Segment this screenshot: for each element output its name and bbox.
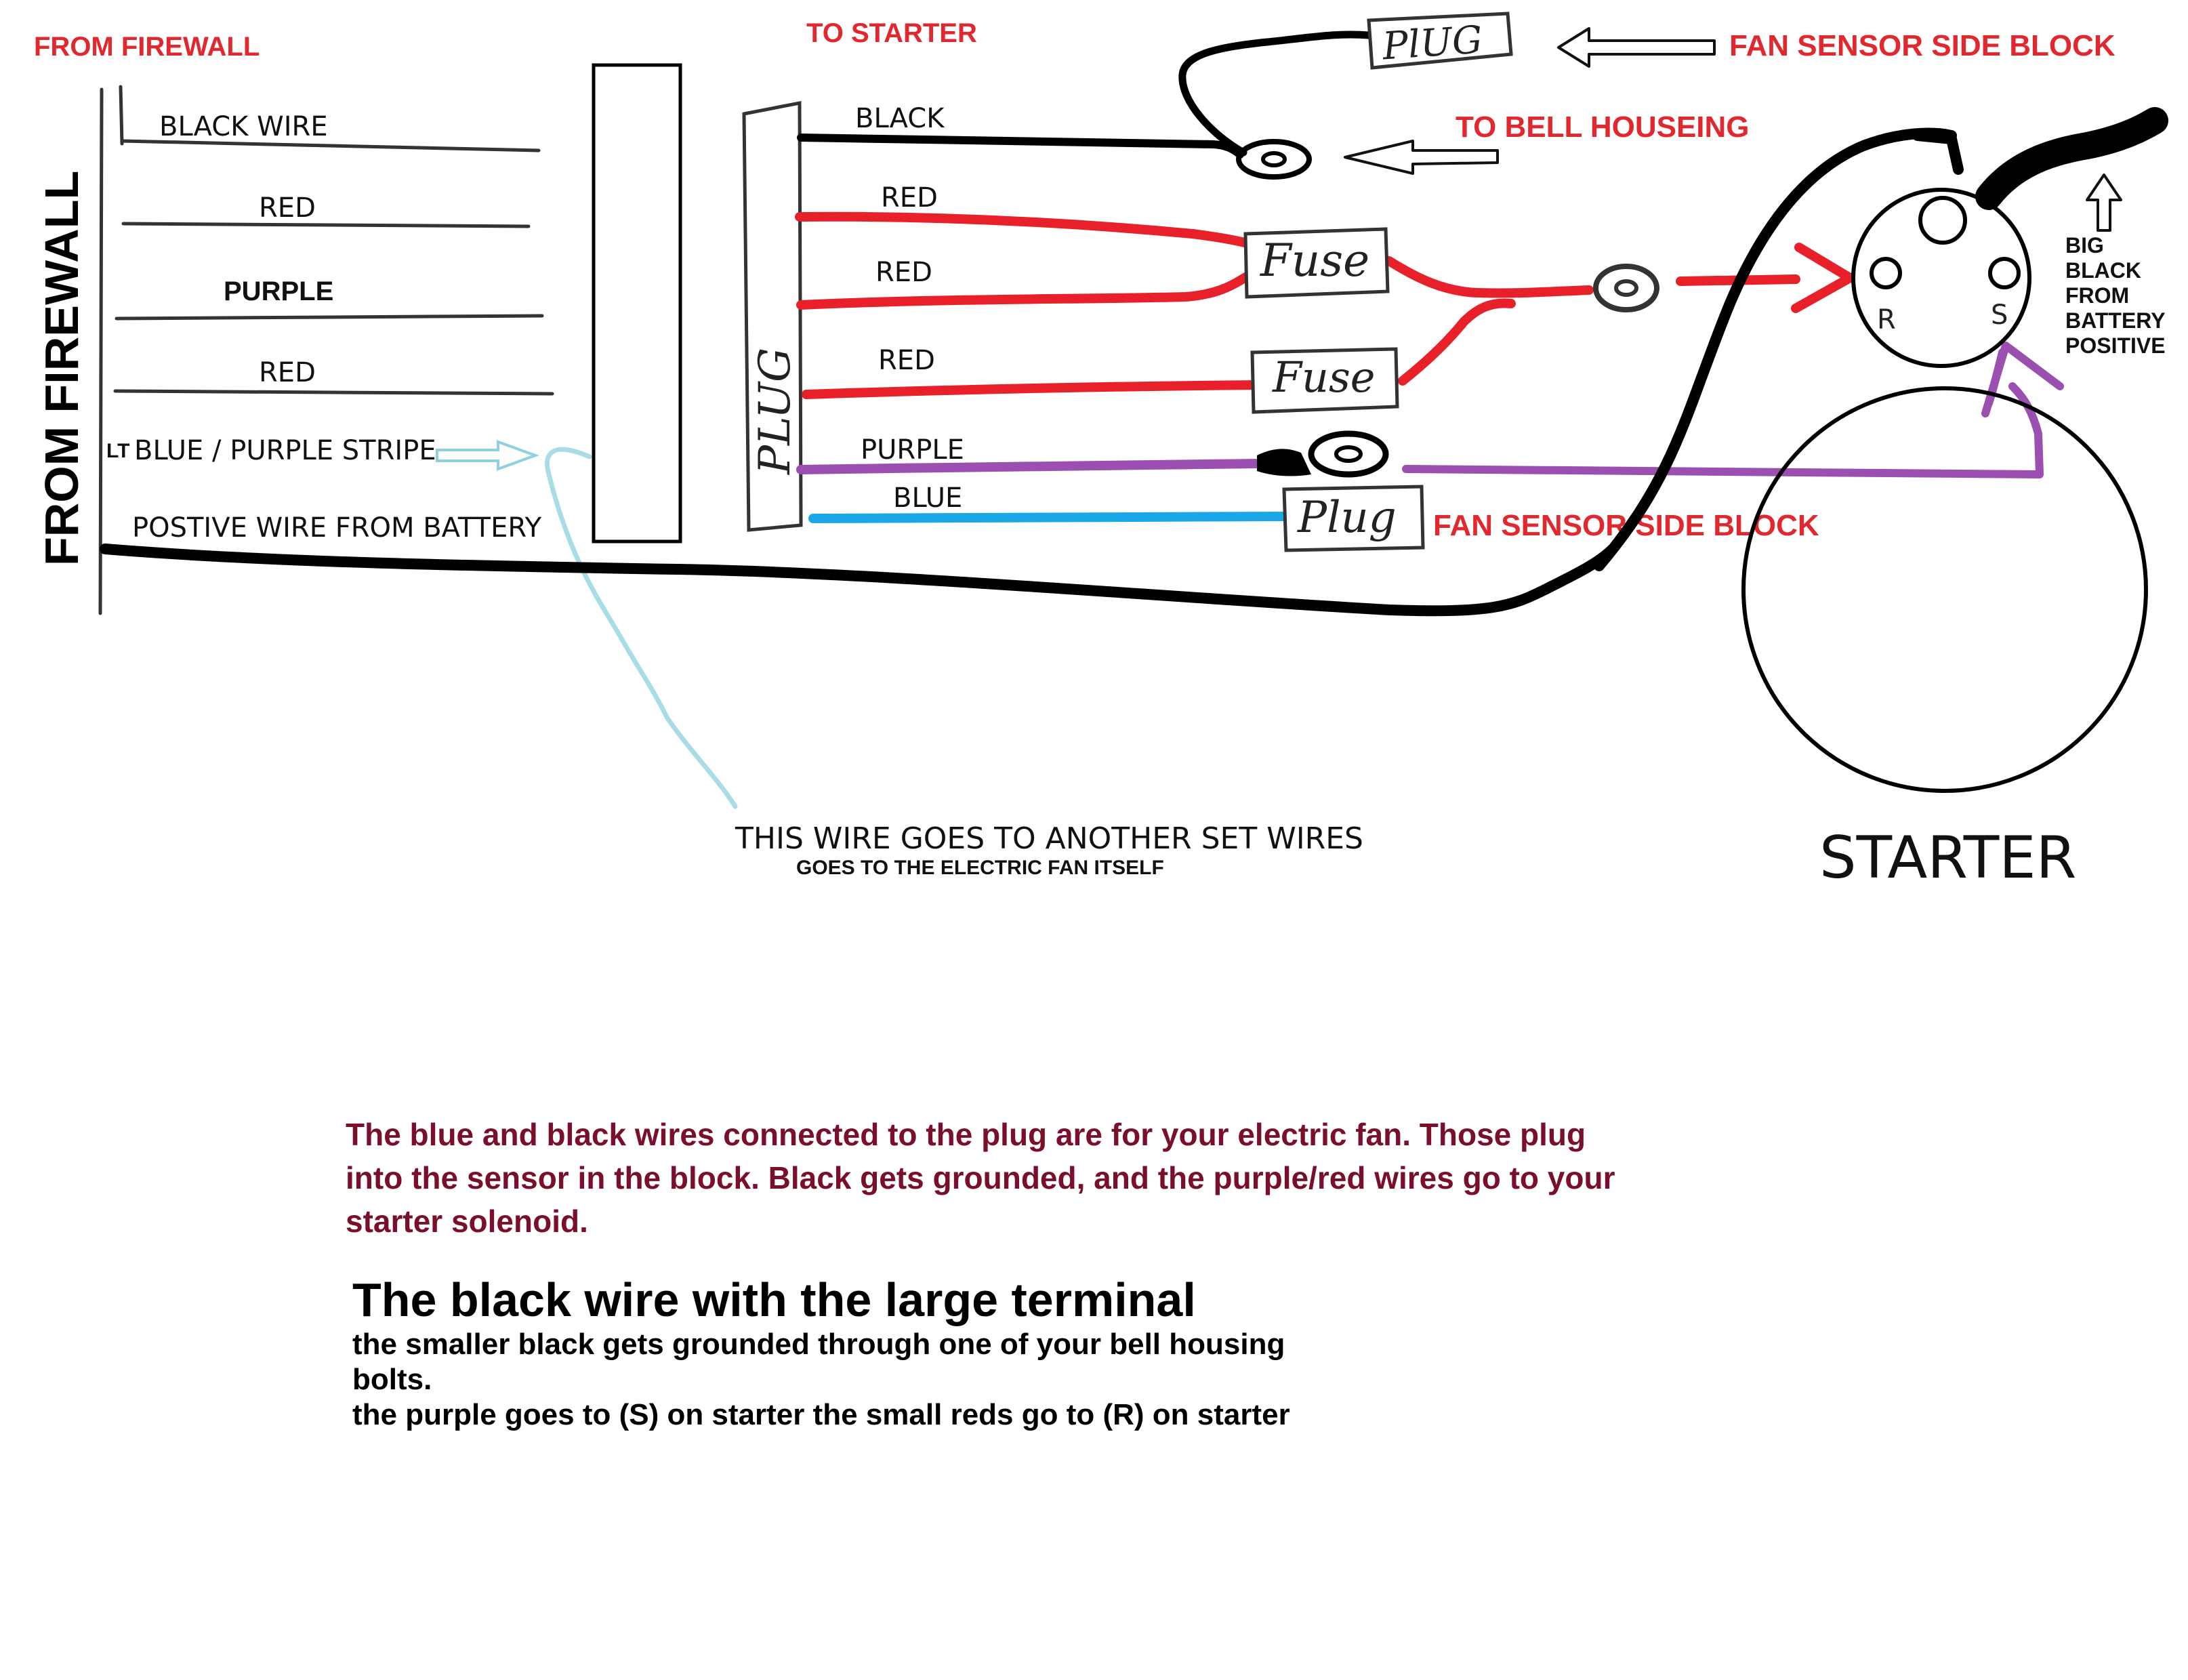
- purple-arrow-to-s: [1981, 342, 2064, 417]
- blue-wire-label: BLUE: [893, 483, 962, 514]
- plug-block-label: PLUG: [750, 348, 800, 475]
- plug-bottom-label: Plug: [1297, 493, 1397, 543]
- red-wire: [795, 211, 1255, 249]
- electric-fan-callout: GOES TO THE ELECTRIC FAN ITSELF: [796, 857, 1164, 879]
- red-ring-terminal: [1593, 264, 1659, 312]
- lt-blue-wire-label: BLUE / PURPLE STRIPE: [134, 435, 436, 466]
- purple-wire-label: PURPLE: [224, 276, 333, 306]
- blue-wire: [808, 512, 1292, 523]
- fuse-2: [1250, 347, 1399, 414]
- starter-label: STARTER: [1819, 824, 2076, 892]
- big-terminal: [1918, 196, 1967, 245]
- large-terminal-heading: The black wire with the large terminal: [352, 1273, 1196, 1326]
- bell-housing-ring-terminal: [1236, 139, 1312, 180]
- fan-wiring-note: The blue and black wires connected to th…: [346, 1117, 1615, 1239]
- red-wire: [1398, 298, 1516, 386]
- bell-housing-callout: TO BELL HOUSEING: [1456, 110, 1750, 144]
- red-wire-line: [113, 389, 554, 396]
- red-wire-label: RED: [875, 257, 932, 288]
- s-terminal-label: S: [1991, 300, 2008, 331]
- lt-blue-arrow: [436, 440, 539, 471]
- to-starter-heading: TO STARTER: [806, 18, 977, 48]
- purple-wire-line: [115, 314, 544, 321]
- red-wire-label: RED: [881, 182, 938, 213]
- red-wire-line: [121, 222, 531, 228]
- red-wire: [1384, 256, 1594, 298]
- bell-housing-arrow: [1344, 140, 1499, 175]
- big-black-callout-line: FROM: [2065, 283, 2129, 308]
- battery-positive-wire: [100, 544, 1618, 617]
- starter-solenoid: [1851, 188, 2031, 368]
- big-black-callout-line: BLACK: [2065, 258, 2141, 283]
- fan-sensor-top-arrow: [1557, 27, 1716, 68]
- big-black-cable: [1975, 107, 2168, 210]
- fuse-1: [1243, 227, 1390, 299]
- from-firewall-vertical-label: FROM FIREWALL: [35, 171, 88, 566]
- starter-instruction: the purple goes to (S) on starter the sm…: [352, 1398, 1290, 1431]
- purple-wire-label: PURPLE: [861, 434, 964, 466]
- another-set-callout: THIS WIRE GOES TO ANOTHER SET WIRES: [735, 821, 1363, 856]
- battery-positive-wire: [1594, 127, 1957, 571]
- s-terminal: [1988, 257, 2021, 289]
- big-black-callout-line: POSITIVE: [2065, 333, 2166, 358]
- battery-positive-wire: [1912, 130, 1964, 175]
- terminal-instructions: the smaller black gets grounded through …: [352, 1327, 1301, 1433]
- red-wire: [796, 270, 1255, 310]
- lt-blue-wire: [545, 447, 738, 809]
- fan-sensor-top-callout: FAN SENSOR SIDE BLOCK: [1729, 29, 2115, 62]
- plug-top-label: PlUG: [1380, 18, 1484, 68]
- red-wire-label: RED: [259, 357, 316, 388]
- red-wire: [802, 380, 1266, 399]
- firewall-border-line: [98, 87, 104, 615]
- big-black-callout-line: BATTERY: [2065, 308, 2166, 333]
- black-wire-line: [120, 139, 541, 152]
- from-firewall-heading: FROM FIREWALL: [34, 32, 260, 62]
- plug-top: [1367, 12, 1513, 70]
- ground-instruction: the smaller black gets grounded through …: [352, 1328, 1285, 1396]
- purple-ring-terminal: [1257, 430, 1389, 478]
- red-arrow-to-r: [1676, 243, 1855, 313]
- fuse-2-label: Fuse: [1272, 352, 1375, 402]
- positive-wire-label: POSTIVE WIRE FROM BATTERY: [132, 512, 542, 544]
- up-arrow: [2086, 173, 2122, 232]
- starter-plug-block: [742, 100, 803, 532]
- lt-prefix-label: LT: [106, 440, 129, 462]
- r-terminal: [1870, 257, 1902, 289]
- plug-block-outline: [742, 100, 803, 532]
- black-wire-label: BLACK WIRE: [159, 111, 328, 142]
- purple-wire: [796, 459, 1265, 474]
- firewall-harness: [98, 85, 554, 615]
- purple-wire-to-s: [1402, 382, 2044, 478]
- big-black-callout-line: BIG: [2065, 233, 2104, 258]
- black-plug-wire: [1178, 30, 1373, 157]
- fuse-1-label: Fuse: [1260, 234, 1369, 287]
- connector-box: [592, 63, 682, 544]
- r-terminal-label: R: [1877, 304, 1896, 335]
- starter-motor-body: [1741, 386, 2148, 793]
- starter-motor: [1741, 188, 2148, 793]
- black-ground-wire: [797, 134, 1244, 159]
- red-wire-label: RED: [878, 345, 935, 376]
- black-wire-label: BLACK: [855, 103, 945, 134]
- firewall-border-line: [119, 85, 124, 146]
- red-wire-label: RED: [259, 192, 316, 224]
- plug-bottom: [1282, 485, 1425, 552]
